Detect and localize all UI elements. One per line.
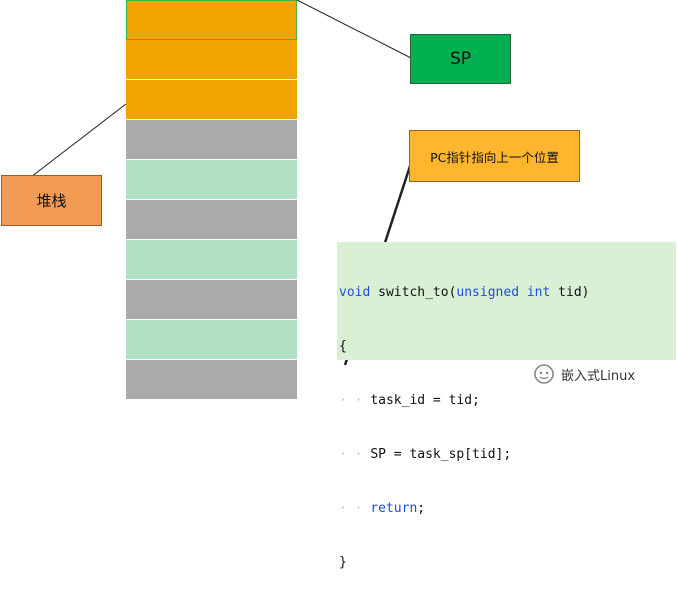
wechat-official-account-icon [534,364,554,384]
code-keyword-int: int [526,285,551,300]
code-statement: task_id = tid; [370,393,480,408]
code-indent: · · [339,501,371,516]
code-function-name: switch_to( [370,285,457,300]
code-statement: SP = task_sp[tid]; [370,447,512,462]
sp-pointer-line [296,0,412,59]
code-line-6: } [339,555,347,570]
code-keyword-unsigned: unsigned [456,285,520,300]
code-line-1: void switch_to(unsigned int tid) [337,284,676,302]
stack-label: 堆栈 [36,192,67,210]
sp-label: SP [449,49,472,69]
code-space [519,285,527,300]
code-line-3: · · task_id = tid; [337,392,676,410]
code-indent: · · [339,447,371,462]
memory-stack [126,0,297,400]
stack-cell-2 [126,40,297,80]
code-line-4: · · SP = task_sp[tid]; [337,446,676,464]
pc-note-label: PC指针指向上一个位置 [430,149,559,165]
watermark-text: 嵌入式Linux [561,368,636,384]
code-keyword-return: return [370,501,418,516]
pc-note-box: PC指针指向上一个位置 [409,130,580,182]
stack-cell-5 [126,160,297,200]
code-line-2: { [339,339,347,354]
stack-cell-7 [126,240,297,280]
stack-cell-4 [126,120,297,160]
stack-cell-3 [126,80,297,120]
code-keyword-void: void [339,285,371,300]
sp-box: SP [410,34,511,84]
stack-cell-6 [126,200,297,240]
code-params: tid) [550,285,590,300]
code-semicolon: ; [417,501,426,516]
stack-cell-1 [126,0,297,40]
code-block: void switch_to(unsigned int tid) { · · t… [337,242,676,570]
watermark: 嵌入式Linux [533,362,635,386]
code-line-5: · · return; [337,500,676,518]
code-indent: · · [339,393,371,408]
stack-cell-9 [126,320,297,360]
stack-cell-8 [126,280,297,320]
stack-label-box: 堆栈 [1,175,102,226]
stack-cell-10 [126,360,297,400]
